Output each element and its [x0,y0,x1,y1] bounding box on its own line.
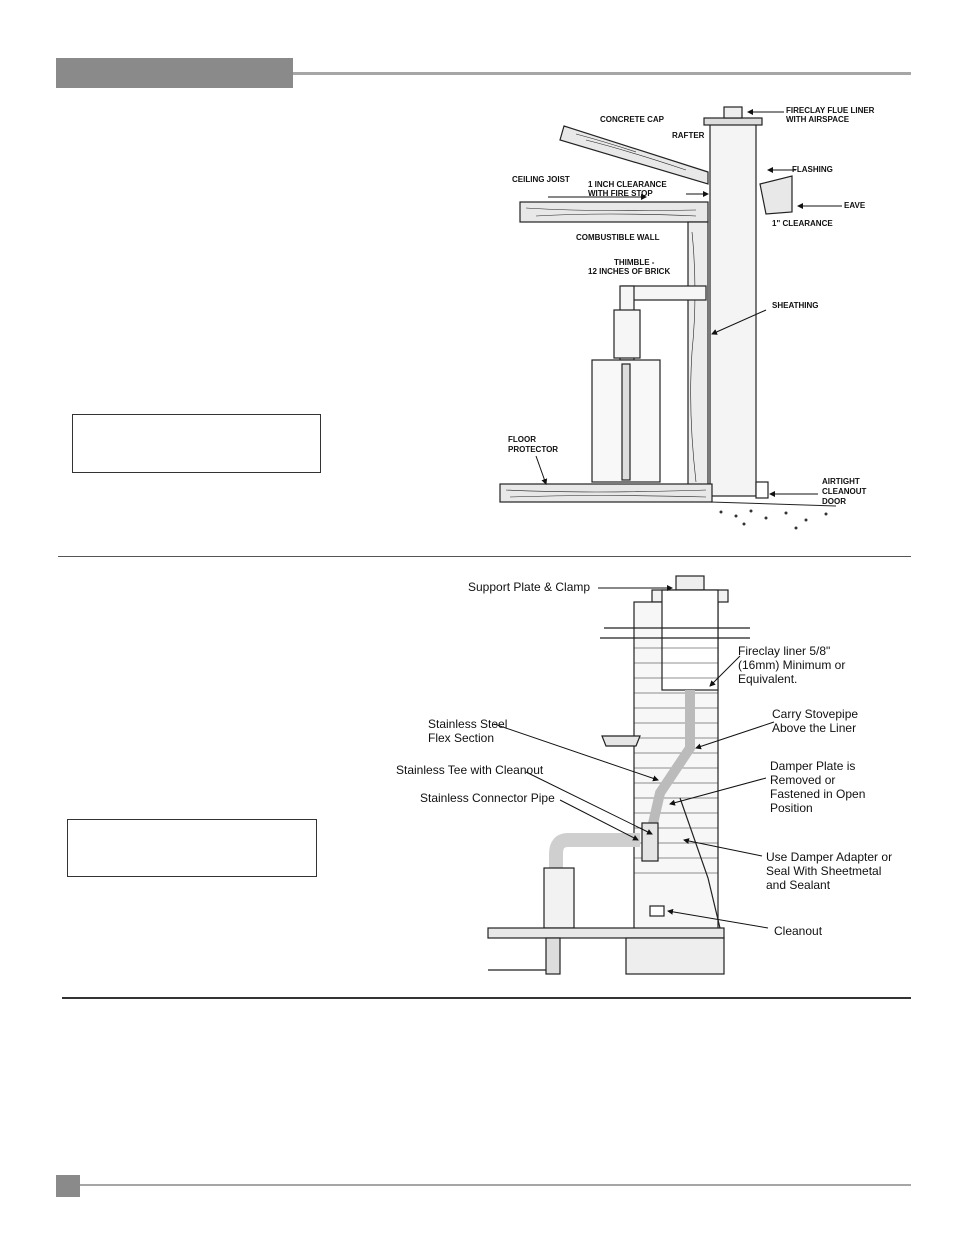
label-carry-stovepipe: Carry Stovepipe [772,707,858,721]
section-header-block [56,58,293,88]
figure2-note-box [67,819,317,877]
figure1-note-box [72,414,321,473]
masonry-chimney-diagram: FIRECLAY FLUE LINER WITH AIRSPACE CONCRE… [496,102,876,542]
label-floor-protector: FLOOR [508,435,536,444]
label-stainless-tee: Stainless Tee with Cleanout [396,763,544,777]
label-with-airspace: WITH AIRSPACE [786,115,850,124]
label-support-plate-clamp: Support Plate & Clamp [468,580,590,594]
section-header-rule [293,72,911,75]
label-damper-plate-3: Fastened in Open [770,787,865,801]
label-clearance-fire-stop: 1 INCH CLEARANCE [588,180,667,189]
label-airtight-cleanout-3: DOOR [822,497,846,506]
label-damper-adapter-3: and Sealant [766,878,831,892]
masonry-liner-diagram: Support Plate & Clamp Fireclay liner 5/8… [390,568,910,978]
label-one-inch-clearance: 1" CLEARANCE [772,219,833,228]
label-floor-protector-2: PROTECTOR [508,445,558,454]
label-damper-adapter: Use Damper Adapter or [766,850,892,864]
label-thimble: THIMBLE - [614,258,655,267]
label-damper-adapter-2: Seal With Sheetmetal [766,864,881,878]
footer-page-block [56,1175,80,1197]
label-carry-stovepipe-2: Above the Liner [772,721,856,735]
section-divider-1 [58,556,911,557]
label-fireclay-liner-3: Equivalent. [738,672,797,686]
label-airtight-cleanout-2: CLEANOUT [822,487,867,496]
footer-rule [80,1184,911,1186]
label-flex-section: Stainless Steel [428,717,507,731]
label-cleanout: Cleanout [774,924,823,938]
label-connector-pipe: Stainless Connector Pipe [420,791,555,805]
label-fireclay-liner: Fireclay liner 5/8" [738,644,830,658]
label-fireclay-flue-liner: FIRECLAY FLUE LINER [786,106,875,115]
label-damper-plate: Damper Plate is [770,759,855,773]
label-flex-section-2: Flex Section [428,731,494,745]
label-ceiling-joist: CEILING JOIST [512,175,570,184]
label-damper-plate-4: Position [770,801,813,815]
label-airtight-cleanout: AIRTIGHT [822,477,860,486]
label-flashing: FLASHING [792,165,833,174]
label-thimble-2: 12 INCHES OF BRICK [588,267,670,276]
label-damper-plate-2: Removed or [770,773,835,787]
label-concrete-cap: CONCRETE CAP [600,115,665,124]
label-eave: EAVE [844,201,866,210]
label-combustible-wall: COMBUSTIBLE WALL [576,233,660,242]
label-clearance-fire-stop-2: WITH FIRE STOP [588,189,653,198]
label-fireclay-liner-2: (16mm) Minimum or [738,658,845,672]
label-sheathing: SHEATHING [772,301,819,310]
section-divider-2 [62,997,911,999]
label-rafter: RAFTER [672,131,705,140]
